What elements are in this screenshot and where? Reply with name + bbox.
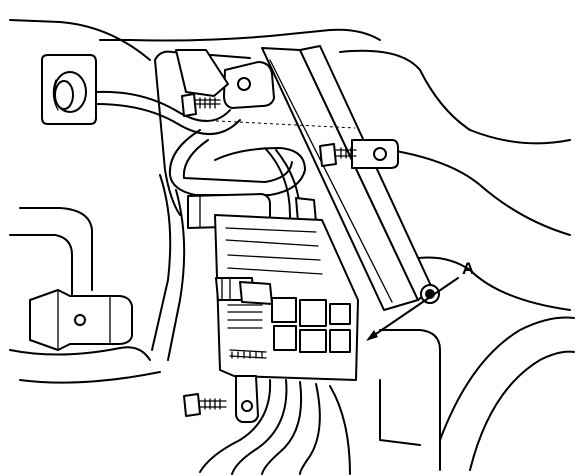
upper-bracket-tab	[175, 49, 275, 109]
plastic-clip	[29, 289, 133, 351]
module-connector	[215, 277, 273, 305]
mounting-bracket	[154, 45, 433, 311]
bolt-right	[420, 284, 440, 304]
callout-label: A	[462, 259, 474, 278]
control-module	[214, 214, 359, 381]
lower-bracket-tab	[235, 375, 259, 423]
left-panel	[9, 207, 161, 384]
body-panel	[9, 19, 575, 471]
side-bolt-bracket	[351, 139, 399, 169]
bolt-upper	[181, 93, 221, 117]
callout-a: A	[366, 259, 474, 341]
bolt-middle	[319, 143, 357, 167]
lower-harness	[199, 379, 351, 475]
grommet	[41, 54, 97, 125]
wiring-harness	[95, 90, 306, 361]
bolt-lower	[183, 393, 227, 417]
